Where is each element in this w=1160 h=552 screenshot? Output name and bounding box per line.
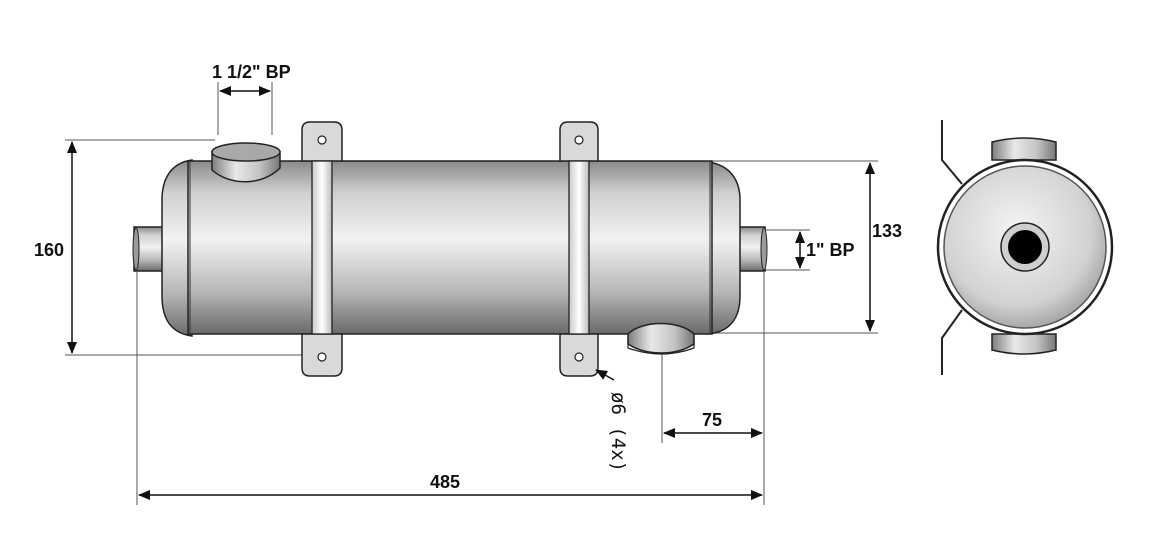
label-body-diameter: 133: [872, 221, 902, 241]
mounting-bracket-left: [301, 121, 343, 377]
label-inlet-size: 1 1/2" BP: [212, 62, 291, 82]
cylinder-body: [187, 160, 713, 335]
right-end-cap: [707, 161, 741, 335]
side-view: [936, 120, 1114, 375]
label-outlet-size: 1" BP: [806, 240, 855, 260]
bottom-port: [627, 322, 695, 355]
dimension-lines: [67, 86, 875, 500]
label-port-offset: 75: [702, 410, 722, 430]
top-port: [211, 142, 281, 183]
label-length-total: 485: [430, 472, 460, 492]
left-end-cap: [161, 159, 193, 337]
extension-lines: [65, 82, 878, 505]
label-height-total: 160: [34, 240, 64, 260]
label-hole-spec: ø6 (4x): [607, 392, 629, 472]
leader-hole-spec: [595, 369, 615, 381]
mounting-bracket-right: [559, 121, 599, 377]
